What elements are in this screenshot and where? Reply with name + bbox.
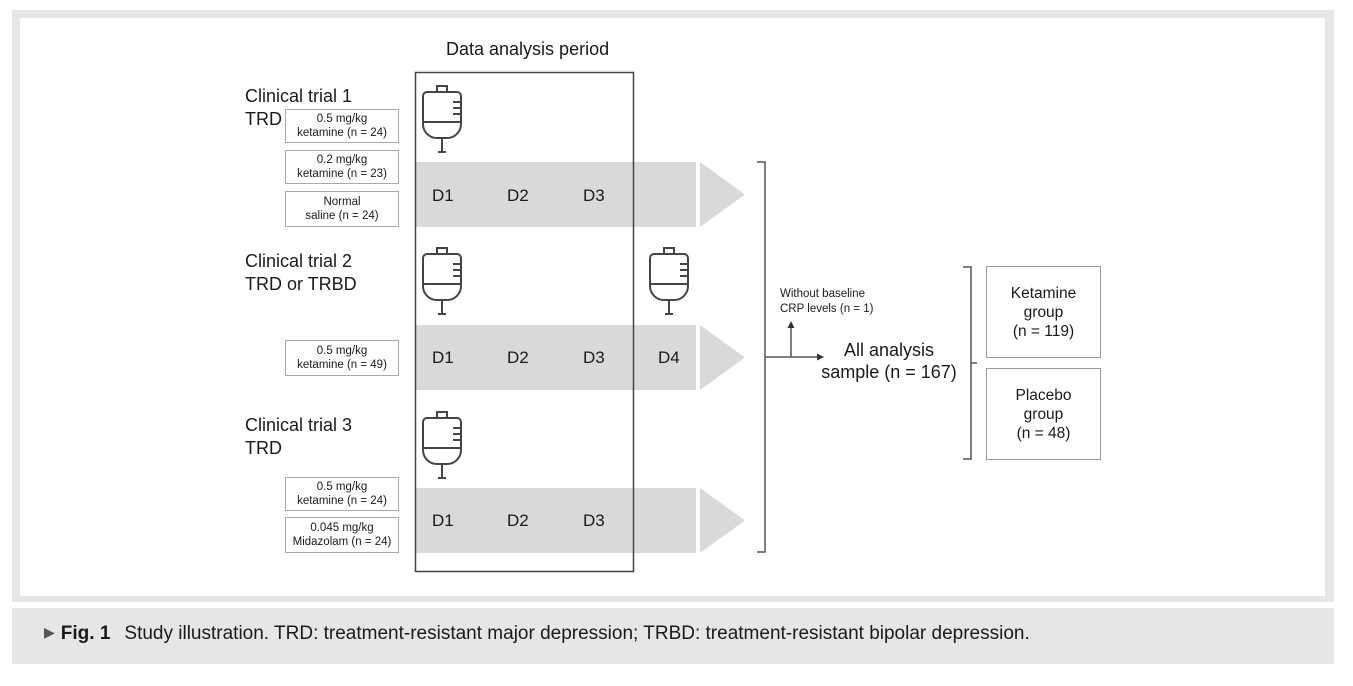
iv-bag-icon — [422, 85, 462, 153]
trial-3-day-1: D1 — [432, 511, 454, 530]
placebo-group-box: Placebo group (n = 48) — [986, 368, 1101, 460]
timeline-band-trial-1 — [416, 162, 745, 227]
trial-2-day-2: D2 — [507, 348, 529, 367]
timeline-band-trial-2 — [416, 325, 745, 390]
flow-arrow-head — [817, 353, 824, 361]
all-analysis-sample: All analysis sample (n = 167) — [821, 340, 957, 382]
trial-2-title: Clinical trial 2 TRD or TRBD — [245, 251, 357, 294]
ketamine-group-box: Ketamine group (n = 119) — [986, 266, 1101, 358]
figure-caption: ▶ Fig. 1 Study illustration. TRD: treatmen… — [44, 623, 1030, 645]
trial-1-title: Clinical trial 1 TRD — [245, 86, 353, 129]
figure-number: Fig. 1 — [60, 623, 111, 644]
iv-bag-icon — [422, 411, 462, 479]
trial-1-day-2: D2 — [507, 186, 529, 205]
trial-2-day-1: D1 — [432, 348, 454, 367]
caption-text: Study illustration. TRD: treatment-resis… — [124, 623, 1030, 644]
trial-2-day-3: D3 — [583, 348, 605, 367]
trial-1-day-1: D1 — [432, 186, 454, 205]
trial-1-arm-3: Normal saline (n = 24) — [285, 191, 399, 227]
iv-bag-icon — [422, 247, 462, 315]
trial-2-day-4: D4 — [658, 348, 680, 367]
trials-bracket — [757, 161, 766, 553]
trial-2-arm-1: 0.5 mg/kg ketamine (n = 49) — [285, 340, 399, 376]
caption-bar — [12, 608, 1334, 664]
trial-3-day-2: D2 — [507, 511, 529, 530]
exclusion-note: Without baseline CRP levels (n = 1) — [780, 288, 874, 315]
analysis-period-box — [414, 71, 635, 573]
groups-bracket — [963, 266, 972, 460]
iv-bag-icon — [649, 247, 689, 315]
exclusion-arrow-head — [787, 321, 795, 328]
trial-3-day-3: D3 — [583, 511, 605, 530]
trial-1-arm-2: 0.2 mg/kg ketamine (n = 23) — [285, 150, 399, 184]
trial-1-day-3: D3 — [583, 186, 605, 205]
trial-3-arm-1: 0.5 mg/kg ketamine (n = 24) — [285, 477, 399, 511]
trial-3-title: Clinical trial 3 TRD — [245, 415, 353, 458]
trial-3-arm-2: 0.045 mg/kg Midazolam (n = 24) — [285, 517, 399, 553]
timeline-band-trial-3 — [416, 488, 745, 553]
analysis-period-title: Data analysis period — [446, 39, 610, 59]
trial-1-arm-1: 0.5 mg/kg ketamine (n = 24) — [285, 109, 399, 143]
triangle-right-icon: ▶ — [44, 624, 55, 640]
